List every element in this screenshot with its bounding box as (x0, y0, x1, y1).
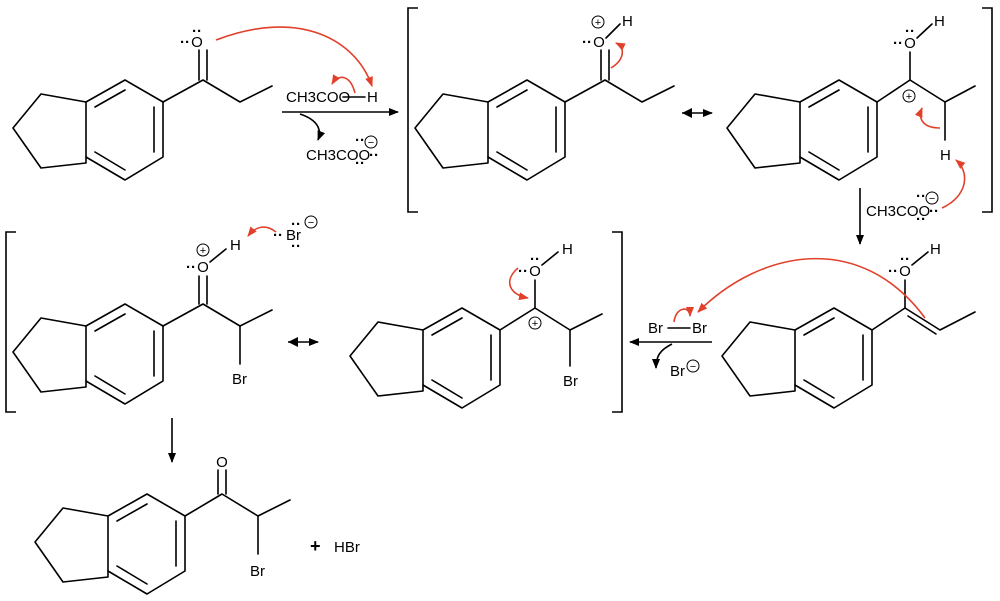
product-bromine: Br (250, 563, 265, 580)
curved-arrow-acetate-release (299, 113, 326, 141)
electron-arrow-oxygen-to-cation (508, 267, 529, 301)
lone-pair: ·· (355, 155, 365, 172)
bromide-label-2: Br (286, 227, 301, 244)
reagent-bromine: Br Br (648, 320, 707, 337)
reagent-bromide-ion: Br − (670, 359, 700, 380)
acid-hydrogen: H (367, 89, 378, 106)
alpha-bromine-2: Br (563, 373, 578, 390)
electron-arrow-oh-bond (331, 74, 356, 94)
byproduct-hbr: HBr (334, 539, 360, 556)
enol-oxygen: O (899, 263, 911, 280)
lone-pair: ·· (929, 203, 939, 220)
lone-pair: ·· (192, 23, 202, 40)
lone-pair: ·· (291, 238, 301, 255)
reagent-acetic-acid: CH3COO H (286, 89, 378, 106)
hydroxyl-hydrogen: H (934, 13, 945, 30)
minus-charge: − (690, 361, 696, 373)
minus-charge: − (308, 217, 314, 229)
acetate-label: CH3COO (306, 147, 370, 164)
lone-pair: ·· (893, 35, 903, 52)
curved-arrow-bromide-release (652, 343, 673, 369)
lone-pair: ·· (291, 216, 301, 233)
minus-charge: − (929, 193, 935, 205)
lone-pair: ·· (916, 188, 926, 205)
hydroxyl-oxygen: O (904, 35, 916, 52)
bromide-label: Br (670, 363, 685, 380)
lone-pair: ·· (530, 251, 540, 268)
plus-charge: + (532, 318, 538, 330)
lone-pair: ·· (518, 263, 528, 280)
molecule-protonated-ketone: O ·· H + (414, 13, 675, 181)
plus-charge: + (200, 245, 206, 257)
bracket-close-middle (612, 231, 623, 413)
alpha-hydrogen: H (940, 147, 951, 164)
lone-pair: ·· (369, 147, 379, 164)
molecule-enol: O ·· ·· H (721, 241, 976, 409)
product-oxygen: O (216, 454, 228, 471)
lone-pair: ·· (582, 34, 592, 51)
bromide-ion-nucleophile: Br ·· ·· ·· − (273, 215, 318, 255)
electron-arrow-pi-to-oxygen (610, 42, 626, 69)
plus-charge: + (595, 17, 601, 29)
reagent-acetate-ion: CH3COO ·· ·· ·· − (306, 132, 379, 172)
lone-pair: ·· (900, 251, 910, 268)
lone-pair: ·· (273, 227, 283, 244)
minus-charge: − (368, 137, 374, 149)
oxonium-oxygen-2: O (197, 259, 209, 276)
molecule-bromo-carbocation: O ·· ·· H + Br (349, 241, 603, 409)
electron-arrow-acetate-to-h (941, 159, 966, 209)
molecule-final-product: O Br (34, 454, 291, 595)
plus-sign: + (310, 536, 321, 556)
hydroxyl-hydrogen-2: H (562, 241, 573, 258)
bracket-open-top (407, 7, 418, 213)
plus-charge: + (906, 91, 912, 103)
molecule-protonated-bromoketone: O ·· H + Br (12, 237, 273, 405)
lone-pair: ·· (186, 259, 196, 276)
hydroxyl-oxygen-2: O (529, 263, 541, 280)
bromine-atom-left: Br (648, 320, 663, 337)
bracket-close-top (982, 7, 993, 213)
ketone-oxygen: O (191, 34, 203, 51)
lone-pair: ·· (888, 263, 898, 280)
electron-arrow-o-to-h (215, 26, 373, 87)
oxonium-hydrogen: H (622, 13, 633, 30)
enol-hydrogen: H (930, 241, 941, 258)
electron-arrow-bromide-to-h (247, 226, 277, 237)
lone-pair: ·· (180, 34, 190, 51)
reagent-acetate-ion-2: CH3COO ·· ·· ·· − (866, 188, 939, 228)
electron-arrow-enol-to-bromine (697, 257, 926, 319)
bracket-open-middle (5, 231, 16, 413)
oxonium-oxygen: O (593, 34, 605, 51)
molecule-carbocation-top: O ·· ·· H + H (726, 13, 976, 181)
oxonium-hydrogen-2: H (230, 237, 241, 254)
lone-pair: ·· (905, 23, 915, 40)
molecule-ketone-start: O ·· ·· (12, 23, 273, 181)
electron-arrow-br-br-bond (673, 306, 694, 323)
alpha-bromine: Br (232, 371, 247, 388)
acetic-acid-label: CH3COO (286, 89, 350, 106)
lone-pair: ·· (916, 211, 926, 228)
acetate-label-2: CH3COO (866, 203, 930, 220)
lone-pair: ·· (355, 132, 365, 149)
electron-arrow-ch-to-cation (914, 107, 941, 129)
bromine-atom-right: Br (692, 320, 707, 337)
